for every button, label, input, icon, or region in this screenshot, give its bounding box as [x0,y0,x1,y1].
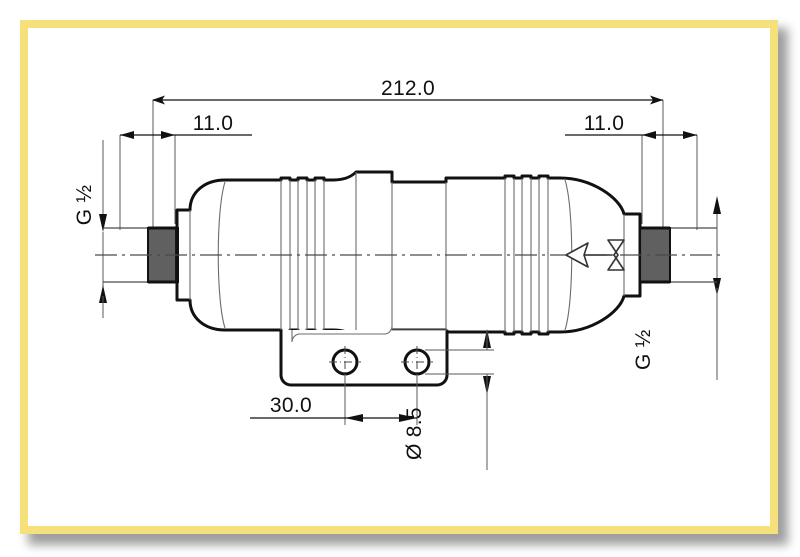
dimension-group-hole-spacing: 30.0 [250,374,418,425]
dimension-label-left-thread: 11.0 [193,112,234,135]
arrowhead-left-thread-b [161,131,175,139]
arrowhead-right-g-upper [713,196,721,214]
extension-lines-hole-diameter [425,349,494,375]
mounting-bracket [279,326,449,387]
arrowhead-left-g-upper [99,214,107,232]
dimension-label-right-thread: 11.0 [584,112,625,135]
extension-lines-right-thread [641,135,698,230]
arrowhead-left-thread-a [120,131,134,139]
arrowhead-hole-spacing-b [399,414,417,422]
arrowhead-hole-spacing-a [345,414,363,422]
flow-arrow-fletching [607,239,625,271]
annotation-left-thread-size: G ½ [73,140,107,318]
dimension-label-hole-spacing: 30.0 [270,394,312,417]
bracket-outline [279,330,449,387]
extension-lines-hole-spacing [344,374,418,425]
arrowhead-right-thread-b [683,131,697,139]
annotation-right-thread-size: G ½ [632,196,721,380]
annotation-label-left-thread-size: G ½ [73,185,96,226]
arrowhead-right-thread-a [642,131,656,139]
flow-direction-arrow [565,239,625,271]
bracket-inner-fillet [291,326,393,343]
dimension-group-hole-diameter: Ø 8.5 [403,329,494,470]
annotation-label-right-thread-size: G ½ [632,329,655,370]
dimension-group-top: 212.0 11.0 11.0 [119,77,698,264]
arrowhead-left-g-lower [99,285,107,303]
extension-lines-left-thread [119,135,176,230]
dimension-label-overall-length: 212.0 [381,77,435,100]
dimension-label-hole-diameter: Ø 8.5 [403,407,426,460]
